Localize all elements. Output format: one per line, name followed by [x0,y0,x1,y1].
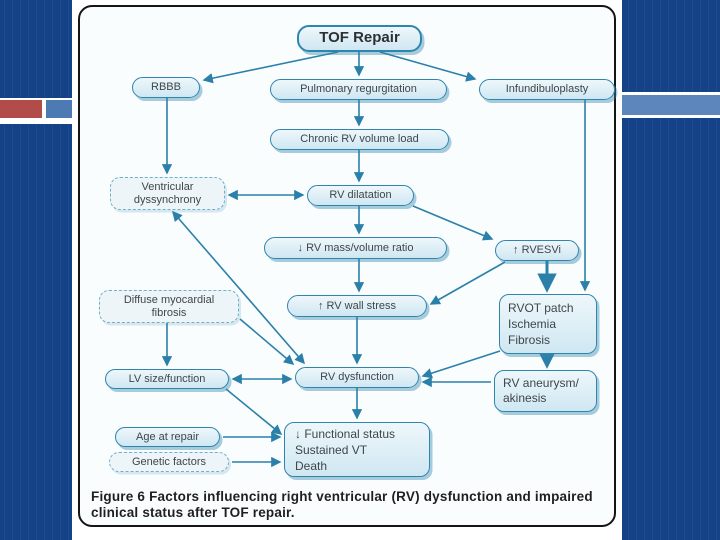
arrow-dilat-to-rvesvi [412,205,494,241]
node-diffuse-myocardial-fibrosis: Diffuse myocardial fibrosis [99,290,239,323]
arrow-rvot-to-rvdysf [421,350,501,379]
accent-bar-blue [46,100,72,118]
node-age-at-repair: Age at repair [115,427,220,447]
figure-caption: Figure 6 Factors influencing right ventr… [91,489,611,521]
arrow-tof-to-infund [379,51,477,82]
node-label-line: dyssynchrony [133,193,202,206]
arrow-dyssync-to-rvdysf [171,210,306,365]
figure-panel: TOF Repair RBBB Pulmonary regurgitation … [78,5,616,527]
arrow-fibrosis-to-rvdysf [239,318,295,366]
arrow-tof-to-rbbb [202,51,339,84]
arrow-rvesvi-to-wallstress [429,261,506,305]
node-label-line: RVOT patch [508,301,574,315]
node-rv-aneurysm-akinesis: RV aneurysm/ akinesis [494,370,597,412]
node-rbbb: RBBB [132,77,200,98]
node-tof-repair: TOF Repair [297,25,422,52]
node-infundibuloplasty: Infundibuloplasty [479,79,615,100]
node-label-line: Ventricular [141,181,194,193]
figure-caption-label: Figure 6 [91,489,146,504]
node-functional-status-vt-death: ↓ Functional status Sustained VT Death [284,422,430,477]
node-rvesvi: ↑ RVESVi [495,240,579,261]
accent-bar-red [0,100,42,118]
flowchart: TOF Repair RBBB Pulmonary regurgitation … [80,7,615,525]
node-label-line: Sustained VT [295,442,368,457]
node-pulmonary-regurgitation: Pulmonary regurgitation [270,79,447,100]
node-label-line: fibrosis [151,306,187,319]
node-label-line: Diffuse myocardial [123,294,215,306]
diagram-arrows [161,51,591,468]
figure-caption-text: Factors influencing right ventricular (R… [91,489,593,520]
node-label-line: ↓ Functional status [295,426,396,441]
node-ventricular-dyssynchrony: Ventricular dyssynchrony [110,177,225,210]
node-label-line: akinesis [503,391,547,405]
node-rv-dilatation: RV dilatation [307,185,414,206]
node-genetic-factors: Genetic factors [109,452,229,472]
node-label-line: Death [295,458,328,473]
node-rv-dysfunction: RV dysfunction [295,367,419,388]
node-chronic-rv-volume-load: Chronic RV volume load [270,129,449,150]
node-label-line: Fibrosis [508,333,551,347]
node-rv-mass-volume-ratio: ↓ RV mass/volume ratio [264,237,447,259]
accent-band-right [622,92,720,118]
arrow-lvsize-to-functional [225,388,283,435]
node-rvot-patch-ischemia-fibrosis: RVOT patch Ischemia Fibrosis [499,294,597,354]
node-rv-wall-stress: ↑ RV wall stress [287,295,427,317]
node-lv-size-function: LV size/function [105,369,229,389]
node-label-line: RV aneurysm/ [503,376,579,390]
node-label-line: Ischemia [508,317,557,331]
